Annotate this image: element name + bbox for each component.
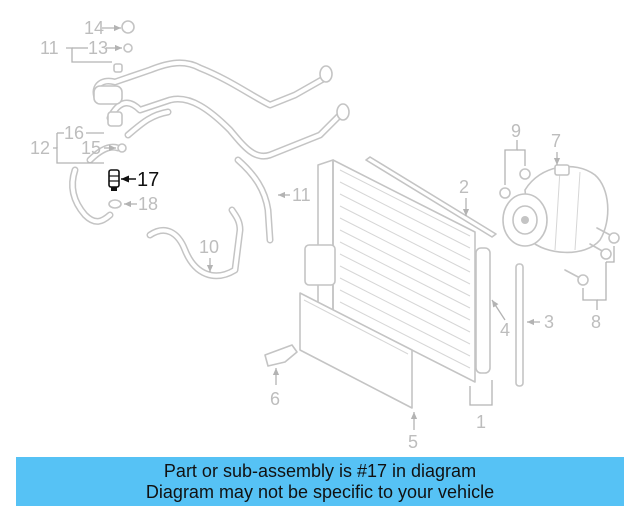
callout-14: 14: [84, 18, 104, 38]
bolts-8: [564, 227, 620, 286]
air-guide-5: [299, 292, 413, 409]
upper-refrigerant-lines: [69, 20, 350, 225]
callout-labels: 14 11 13 16 12 15 17 18 11 10 2 4 3 1 5 …: [30, 18, 601, 452]
callout-2: 2: [459, 177, 469, 197]
callout-12: 12: [30, 138, 50, 158]
callout-3: 3: [544, 312, 554, 332]
callout-18: 18: [138, 194, 158, 214]
callout-17[interactable]: 17: [137, 169, 159, 191]
callout-10: 10: [199, 237, 219, 257]
callout-4: 4: [500, 320, 510, 340]
banner-line-2: Diagram may not be specific to your vehi…: [145, 482, 495, 502]
condenser: [304, 159, 491, 383]
banner-line-1: Part or sub-assembly is #17 in diagram: [163, 461, 477, 481]
callout-5: 5: [408, 432, 418, 452]
info-banner: Part or sub-assembly is #17 in diagram D…: [16, 457, 624, 506]
bracket-6: [264, 344, 298, 367]
callout-13: 13: [88, 38, 108, 58]
leader-lines: [53, 24, 615, 430]
callout-16: 16: [64, 123, 84, 143]
callout-8: 8: [591, 312, 601, 332]
callout-9: 9: [511, 121, 521, 141]
o-ring-18: [108, 199, 122, 209]
callout-11-top: 11: [40, 38, 59, 58]
seal-strip-2: [365, 156, 497, 238]
seal-strip-3: [515, 263, 524, 387]
compressor: [499, 164, 609, 254]
lower-hoses: [146, 156, 274, 280]
pressure-switch-17: [108, 169, 120, 191]
callout-1: 1: [476, 412, 486, 432]
callout-15: 15: [81, 138, 101, 158]
callout-6: 6: [270, 389, 280, 409]
callout-11-mid: 11: [292, 185, 311, 205]
parts-diagram: 14 11 13 16 12 15 17 18 11 10 2 4 3 1 5 …: [30, 18, 620, 452]
callout-7: 7: [551, 131, 561, 151]
